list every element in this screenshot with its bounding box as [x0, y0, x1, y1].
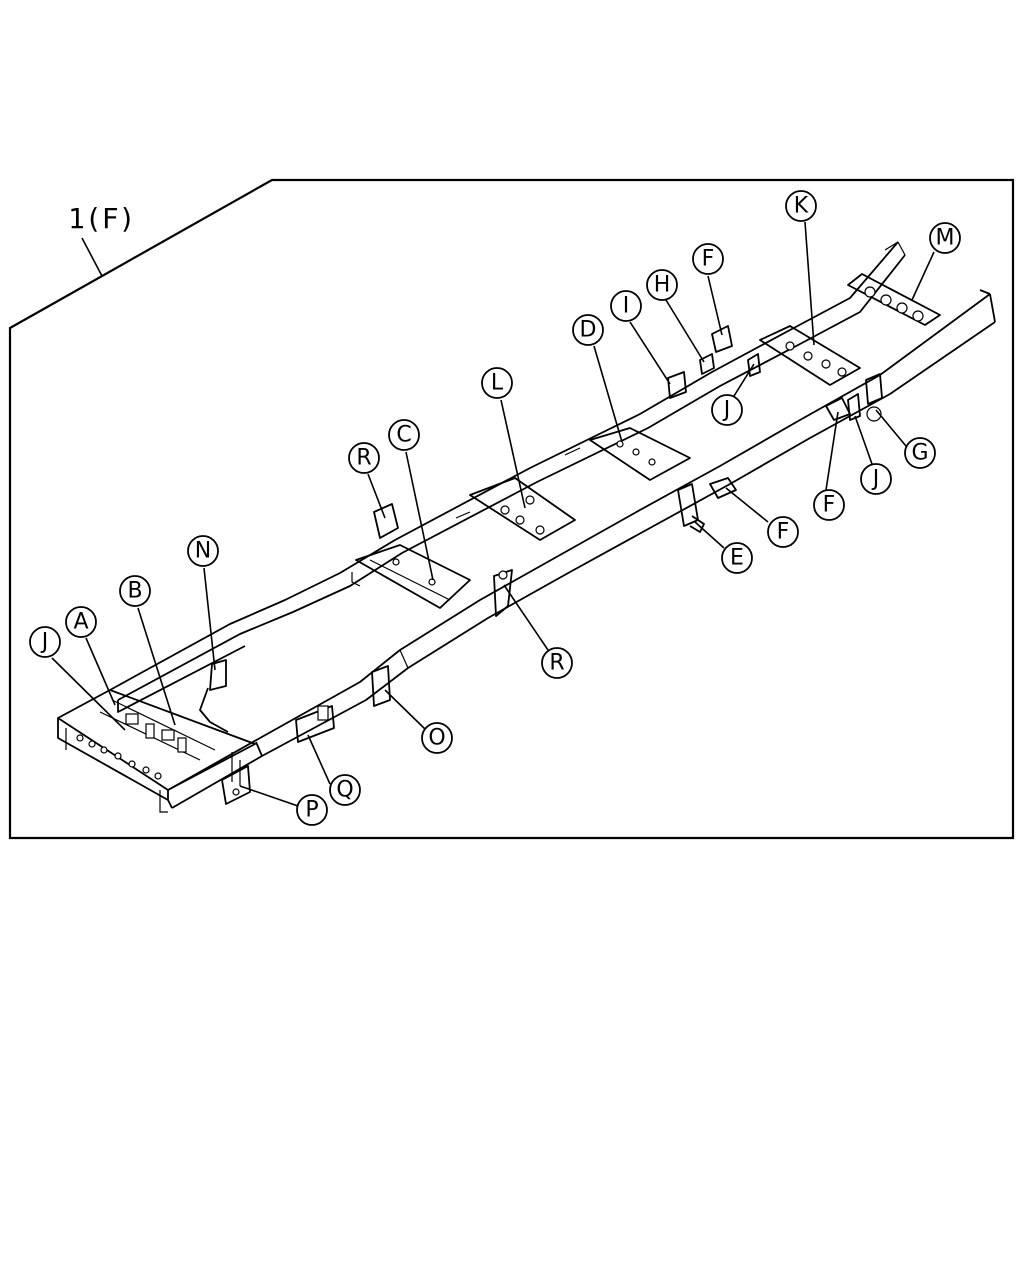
crossmember-l: [455, 477, 576, 541]
bracket-r-upper: [373, 503, 399, 539]
svg-text:F: F: [702, 247, 715, 272]
callout-j-right: J: [860, 463, 892, 495]
callout-m: M: [929, 222, 961, 254]
callout-g: G: [904, 437, 936, 469]
callout-f-mid: F: [767, 516, 799, 548]
bracket-f-mid: [709, 477, 737, 499]
svg-text:M: M: [936, 226, 955, 251]
svg-text:I: I: [623, 294, 630, 319]
callout-h: H: [646, 269, 678, 301]
diagram-border: [8, 178, 1015, 840]
callout-q: Q: [329, 774, 361, 806]
svg-text:R: R: [549, 651, 564, 676]
front-bracket-n: [199, 659, 229, 733]
bracket-e: [677, 483, 705, 533]
callout-f-top: F: [692, 243, 724, 275]
front-cross-member: [57, 689, 256, 813]
bracket-f-top: [711, 325, 733, 353]
svg-text:J: J: [40, 630, 49, 655]
callout-n: N: [187, 535, 219, 567]
callout-f-right: F: [813, 489, 845, 521]
svg-text:R: R: [356, 446, 371, 471]
far-side-rail: [109, 241, 906, 713]
ladder-frame: [57, 241, 996, 813]
near-side-rail: [167, 289, 996, 809]
reference-leader: [81, 237, 103, 277]
svg-text:F: F: [777, 520, 790, 545]
callout-e: E: [721, 542, 753, 574]
svg-text:F: F: [823, 493, 836, 518]
reference-label: 1(F): [68, 202, 135, 235]
callout-j-left: J: [29, 626, 61, 658]
svg-text:L: L: [491, 371, 504, 396]
leader-lines: [51, 221, 935, 807]
svg-text:B: B: [127, 579, 142, 604]
crossmember-d: [564, 427, 691, 481]
bracket-p: [221, 765, 251, 805]
callout-o: O: [421, 722, 453, 754]
bracket-i: [667, 371, 687, 399]
svg-text:A: A: [73, 610, 88, 635]
svg-text:H: H: [654, 273, 671, 298]
callout-c: C: [388, 419, 420, 451]
callout-d: D: [572, 314, 604, 346]
svg-text:E: E: [730, 546, 744, 571]
svg-text:O: O: [428, 726, 445, 751]
crossmember-m: [847, 273, 941, 326]
svg-text:G: G: [911, 441, 928, 466]
crossmember-k: [759, 325, 861, 386]
bracket-g: [865, 373, 883, 405]
svg-text:J: J: [871, 467, 880, 492]
svg-text:C: C: [396, 423, 411, 448]
callout-a: A: [65, 606, 97, 638]
bracket-h: [699, 353, 715, 375]
callout-p: P: [296, 794, 328, 826]
svg-text:P: P: [305, 798, 318, 823]
callout-r-lower: R: [541, 647, 573, 679]
callout-l: L: [481, 367, 513, 399]
bracket-o: [371, 665, 391, 707]
bracket-j-right: [847, 393, 861, 421]
callout-b: B: [119, 575, 151, 607]
callout-j-upper: J: [711, 394, 743, 426]
callout-k: K: [785, 190, 817, 222]
svg-text:N: N: [195, 539, 211, 564]
svg-text:J: J: [722, 398, 731, 423]
svg-text:Q: Q: [336, 778, 353, 803]
svg-text:K: K: [794, 194, 809, 219]
callout-i: I: [610, 290, 642, 322]
crossmember-c: [351, 544, 471, 609]
svg-text:D: D: [580, 318, 597, 343]
callout-r-upper: R: [348, 442, 380, 474]
